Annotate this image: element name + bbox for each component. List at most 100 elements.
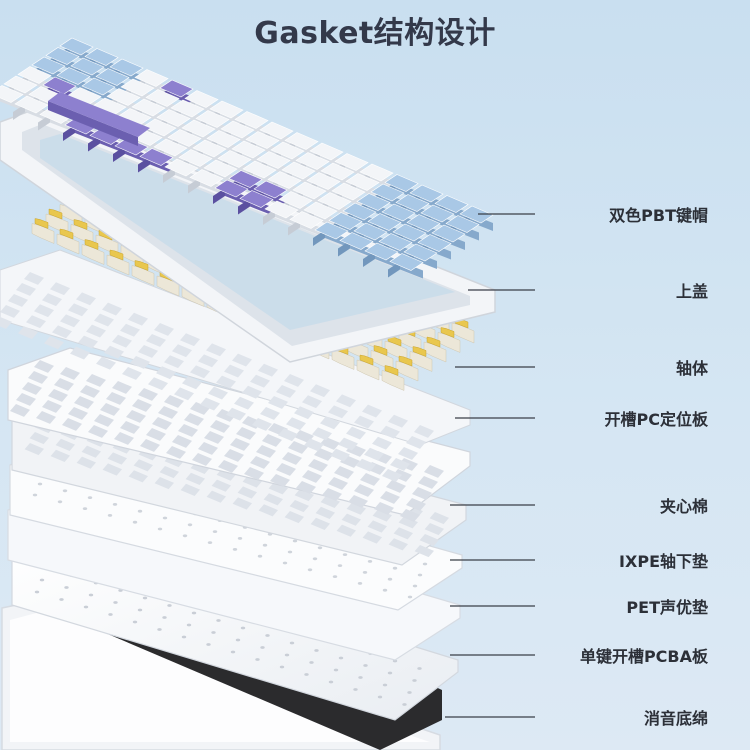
cutout [367,520,387,533]
keycap [338,232,374,258]
switch [423,336,447,363]
layer-upper-plate [0,249,471,482]
hole [337,564,343,567]
keycap [238,190,274,216]
cutout [258,504,278,517]
hole [232,548,238,551]
cutout [158,406,178,419]
cutout [182,376,202,390]
cutout [132,399,152,412]
hole [377,695,383,699]
hole [212,530,218,533]
hole [412,679,417,682]
cutout [312,427,332,441]
cutout [10,404,30,417]
cutout [268,482,288,495]
label-bottom-foam: 消音底绵 [643,709,708,728]
cutout [310,517,330,530]
hole [216,619,221,622]
keycap [138,148,174,174]
hole [353,688,358,691]
cutout [216,375,236,389]
keycap [88,127,124,153]
hole [367,560,373,563]
cutout [398,516,418,529]
cutout [206,343,226,357]
cutout [55,438,75,451]
cutout [424,523,444,536]
cutout [398,447,418,460]
cutout [334,466,354,479]
cutout [230,438,250,451]
cutout [388,538,408,551]
hole [284,653,290,657]
cutout [96,356,116,370]
switch [395,355,419,382]
cutout [50,282,70,296]
hole [137,509,143,513]
hole [157,628,162,631]
cutout [68,303,88,317]
spacebar-keycap [48,92,150,146]
hole [292,539,298,543]
cutout [128,470,148,483]
cutout [336,524,356,537]
cutout [152,417,172,430]
hole [387,671,393,675]
cutout [62,418,82,431]
keycap [188,169,224,195]
cutout [54,378,74,391]
cutout [34,360,54,373]
cutout [270,474,290,487]
cutout [112,381,132,394]
hole [260,646,265,649]
hole [392,566,398,570]
cutout [70,346,90,360]
layer-pc-plate [7,347,471,522]
cutout [88,425,108,438]
cutout [386,480,406,493]
cutout [304,438,324,452]
cutout [166,446,186,459]
cutout [346,502,366,515]
cutout [100,403,120,416]
cutout [320,416,340,430]
cutout [94,414,114,427]
cutout [50,449,70,462]
hole [207,541,213,544]
cutout [424,465,444,478]
hole [257,554,263,558]
hole [112,503,118,506]
cutout [282,452,302,465]
keycap [38,106,74,132]
cutout [76,292,96,306]
cutout [276,463,296,476]
cutout [200,397,220,411]
keycap [163,158,199,184]
cutout [68,407,88,420]
cutout [286,417,306,431]
cutout [0,316,12,329]
cutout [16,283,36,296]
hole [142,596,148,600]
keycap [263,200,299,226]
label-pcba: 单键开槽PCBA板 [579,647,708,666]
cutout [284,511,304,524]
cutout [159,466,179,479]
cutout [294,406,314,420]
hole [186,623,192,627]
cutout [86,324,106,338]
cutout [278,428,298,442]
cutout [400,509,420,522]
switch [409,346,433,372]
hole [237,537,243,540]
cutout [263,493,283,506]
cutout [208,386,228,400]
cutout [310,384,330,398]
cutout [380,491,400,504]
cutout [120,323,140,337]
hole [333,668,339,672]
cutout [262,434,282,447]
cutout [234,396,254,410]
